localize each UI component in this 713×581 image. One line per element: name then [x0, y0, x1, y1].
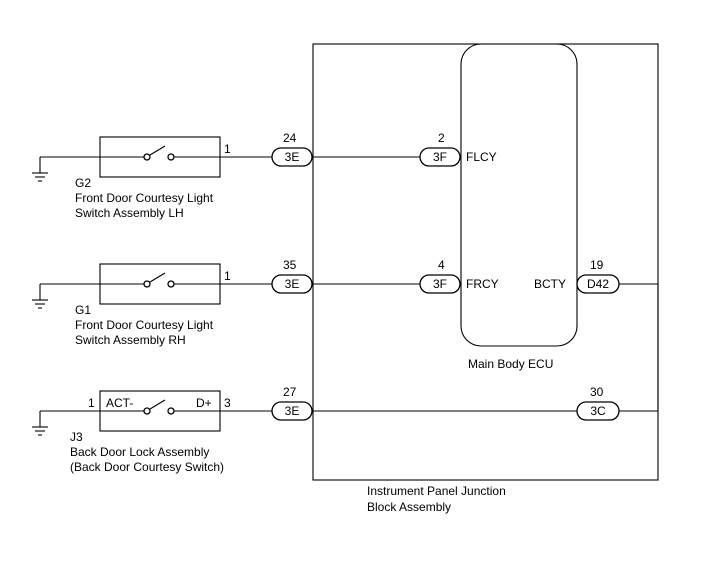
- connector-3f-2: [419, 147, 461, 167]
- ecu-pin-19: 19: [590, 258, 604, 272]
- switch-name-g2-line1: Front Door Courtesy Light: [75, 191, 214, 205]
- switch-contact-j3: [100, 399, 220, 415]
- switch-ground-pin-j3: 1: [88, 396, 95, 410]
- switch-label-act: ACT-: [106, 396, 133, 410]
- switch-ref-g2: G2: [75, 176, 91, 190]
- switch-ref-g1: G1: [75, 303, 91, 317]
- ground-symbol-g2: [32, 157, 48, 182]
- switch-name-j3-line2: (Back Door Courtesy Switch): [70, 460, 224, 474]
- connector-3f-4-label: 3F: [433, 277, 447, 291]
- connector-3e-24-label: 3E: [285, 150, 300, 164]
- switch-name-g1-line2: Switch Assembly RH: [75, 333, 186, 347]
- junction-pin-24: 24: [283, 131, 297, 145]
- switch-name-j3-line1: Back Door Lock Assembly: [70, 445, 209, 459]
- wire-d42-3c-loop: [619, 283, 659, 412]
- ground-symbol-g1: [32, 284, 48, 309]
- connector-3e-35-label: 3E: [285, 277, 300, 291]
- main-body-ecu-label: Main Body ECU: [468, 357, 553, 371]
- switch-pin-g2: 1: [224, 142, 231, 156]
- connector-3f-4: [419, 274, 461, 294]
- ecu-pin-2: 2: [438, 131, 445, 145]
- switch-label-dplus: D+: [196, 396, 212, 410]
- ecu-pin-4: 4: [438, 258, 445, 272]
- switch-pin-j3: 3: [224, 396, 231, 410]
- switch-ref-j3: J3: [70, 430, 83, 444]
- main-body-ecu-outline: [460, 43, 578, 347]
- signal-frcy: FRCY: [466, 277, 499, 291]
- junction-pin-35: 35: [283, 258, 297, 272]
- switch-contact-g2: [100, 145, 220, 161]
- connector-3e-27-label: 3E: [285, 404, 300, 418]
- ground-symbol-j3: [32, 411, 48, 436]
- signal-bcty: BCTY: [534, 277, 566, 291]
- junction-pin-27: 27: [283, 385, 297, 399]
- connector-d42-label: D42: [587, 277, 609, 291]
- connector-3f-2-label: 3F: [433, 150, 447, 164]
- connector-3c-label: 3C: [590, 404, 606, 418]
- switch-contact-g1: [100, 272, 220, 288]
- switch-name-g2-line2: Switch Assembly LH: [75, 206, 184, 220]
- junction-block-label-line1: Instrument Panel Junction: [367, 484, 506, 498]
- switch-name-g1-line1: Front Door Courtesy Light: [75, 318, 214, 332]
- junction-block-label-line2: Block Assembly: [367, 500, 451, 514]
- signal-flcy: FLCY: [466, 150, 497, 164]
- junction-pin-30: 30: [590, 385, 604, 399]
- switch-pin-g1: 1: [224, 269, 231, 283]
